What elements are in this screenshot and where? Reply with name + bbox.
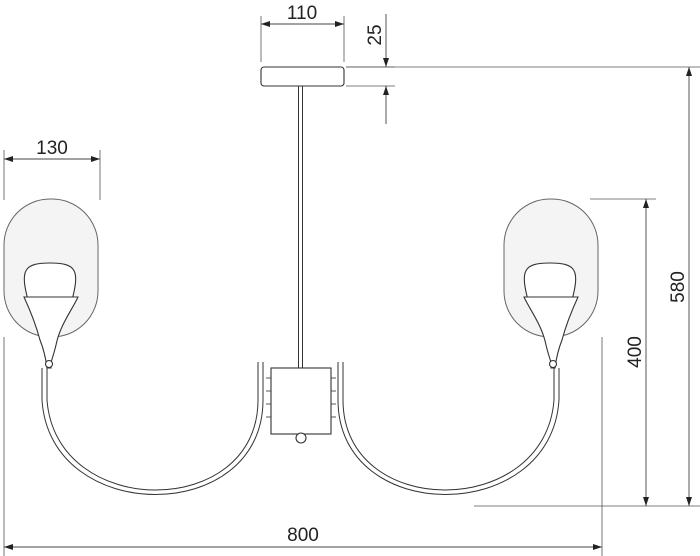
dimension-arm-height: 400 (590, 198, 656, 506)
right-arm (337, 362, 560, 495)
dimension-total-width: 800 (3, 337, 603, 556)
shade-width-label: 130 (36, 138, 68, 159)
dimension-total-height: 580 (346, 66, 700, 507)
canopy-width-label: 110 (287, 3, 317, 24)
canopy-height-label: 25 (365, 24, 386, 45)
suspension-rod (298, 86, 303, 370)
center-body (266, 367, 336, 444)
right-lamp (503, 198, 599, 369)
dimension-canopy-height: 25 (346, 14, 395, 124)
arm-height-label: 400 (625, 336, 646, 368)
left-lamp (3, 198, 99, 369)
total-height-label: 580 (668, 271, 689, 303)
canopy (260, 66, 345, 87)
left-arm (41, 362, 264, 495)
dimension-canopy-width: 110 (260, 3, 345, 62)
dimension-shade-width: 130 (3, 138, 101, 200)
total-width-label: 800 (287, 525, 319, 546)
